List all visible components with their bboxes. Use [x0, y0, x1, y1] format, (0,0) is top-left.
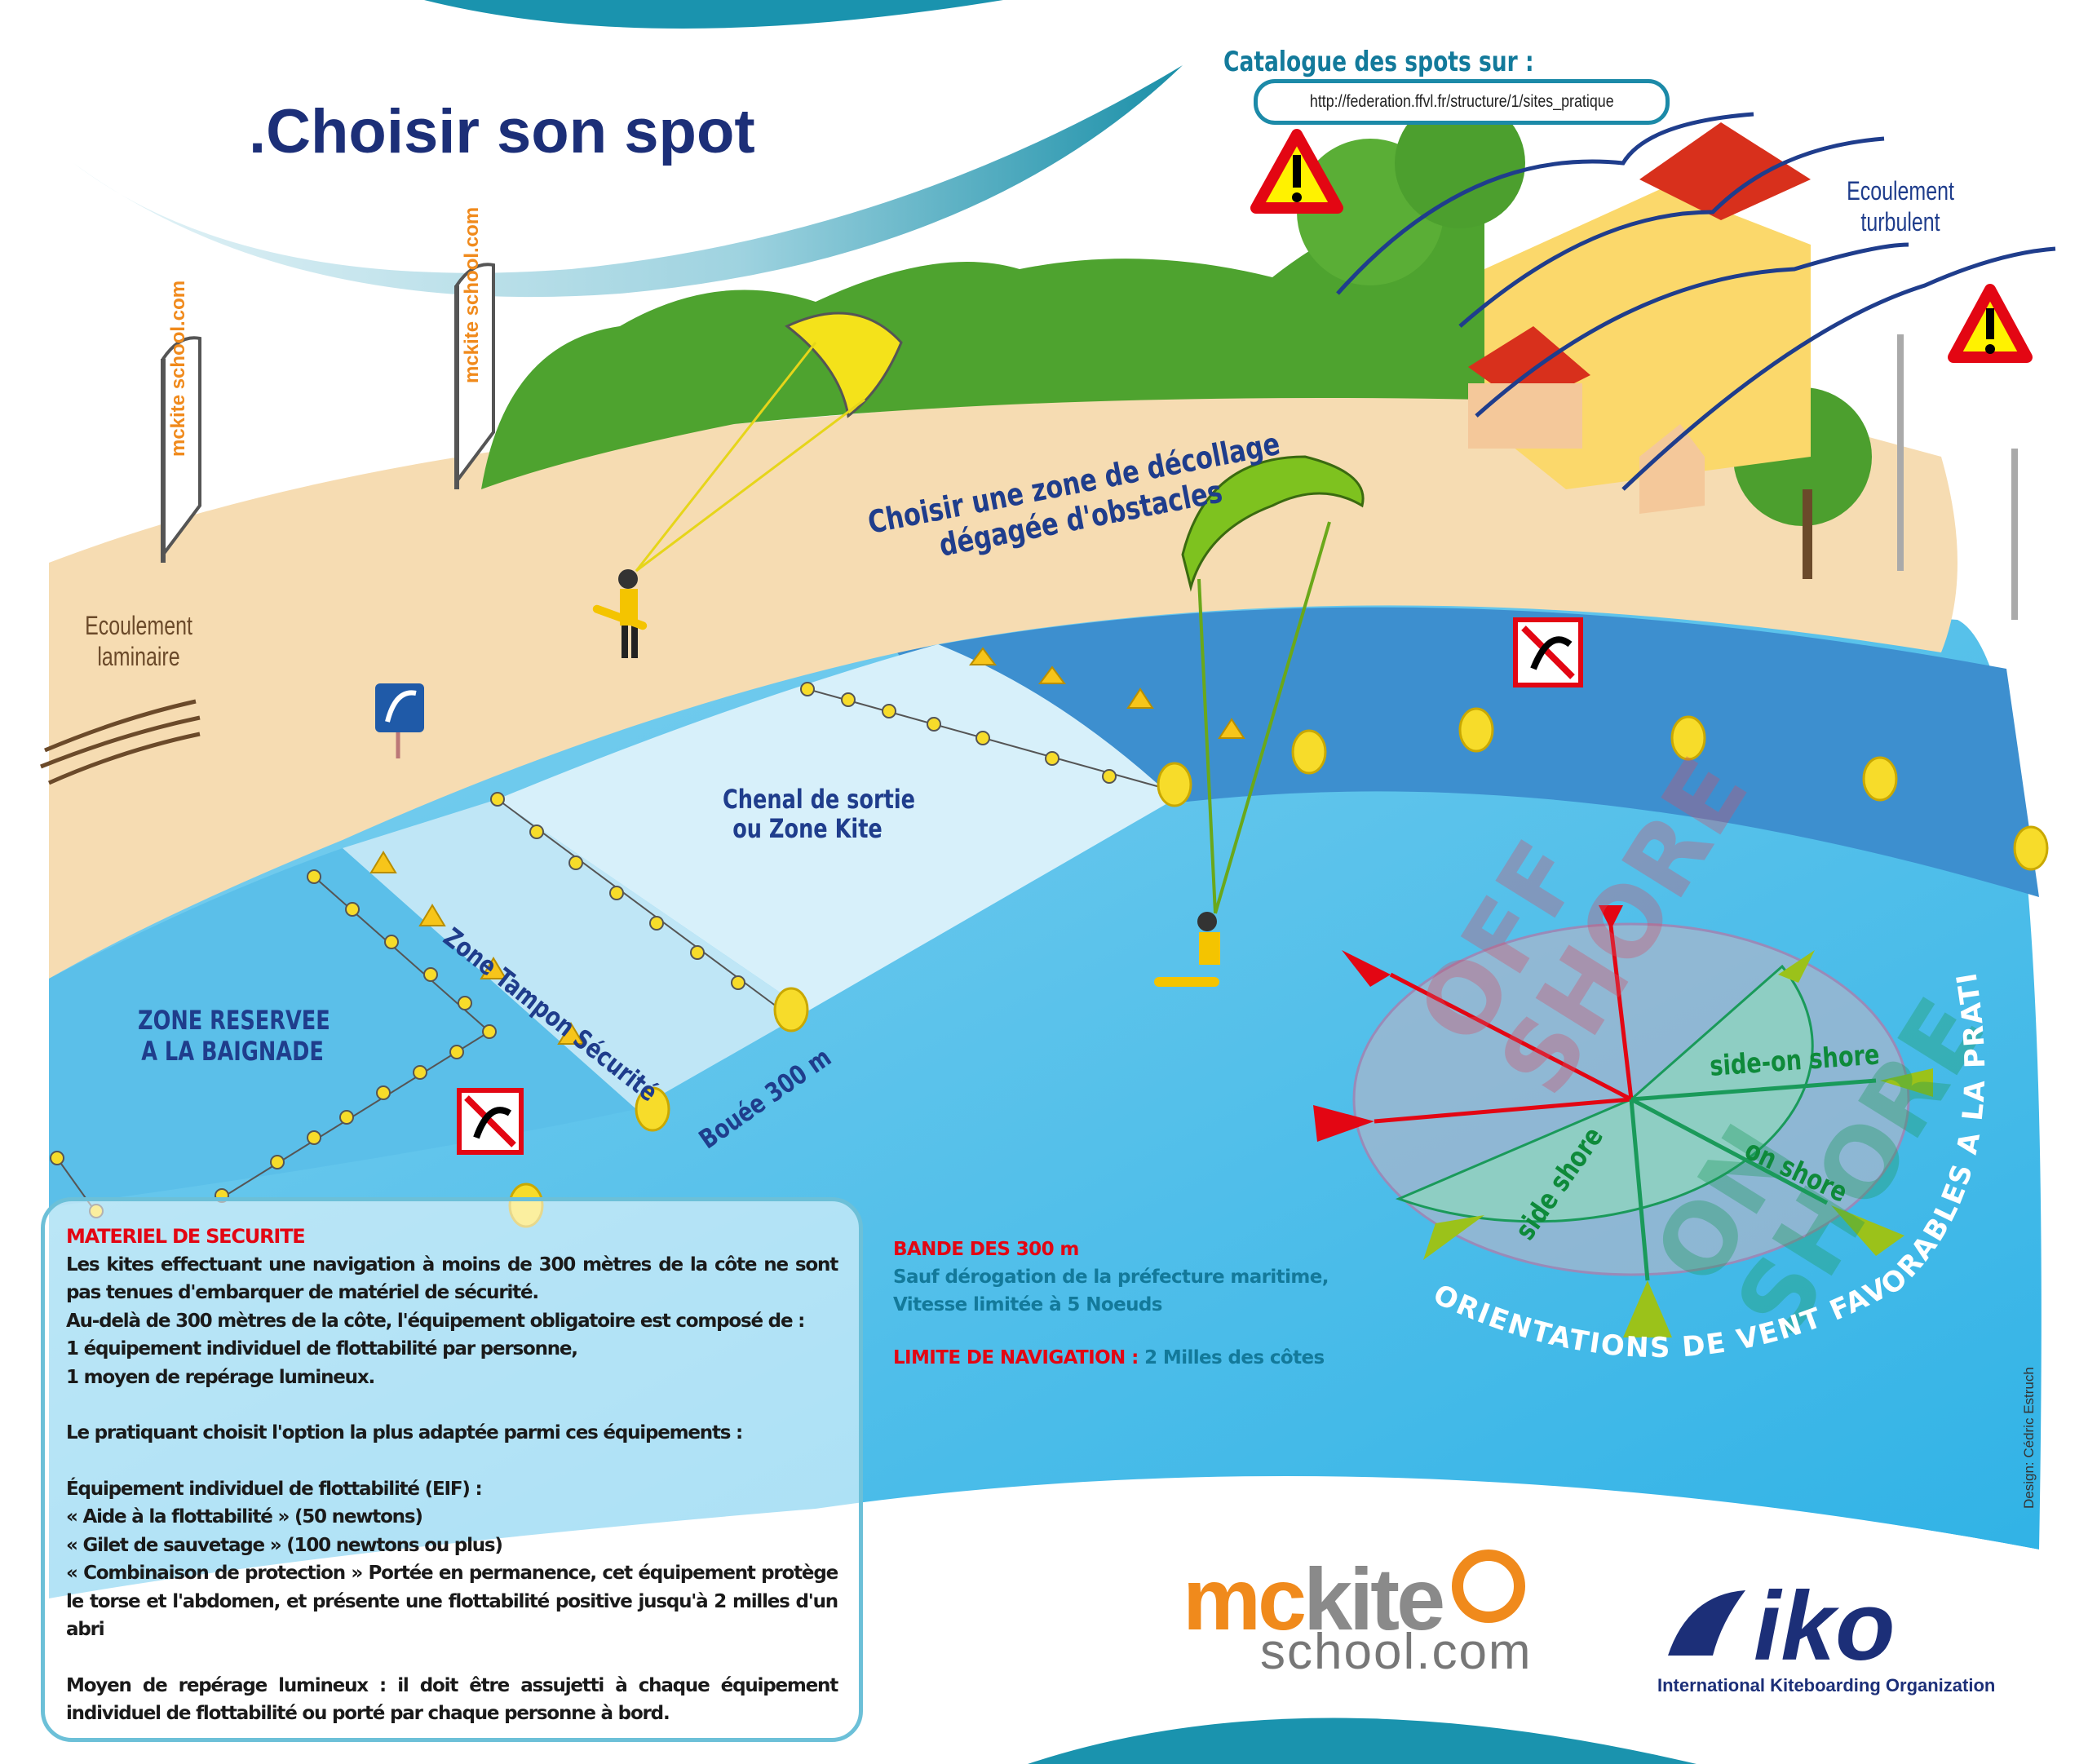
mckite-logo-mark [1452, 1550, 1525, 1623]
label-line: laminaire [97, 642, 180, 671]
top-wave [424, 0, 1003, 29]
house [1468, 383, 1582, 449]
safety-equipment-panel: MATERIEL DE SECURITE Les kites effectuan… [41, 1197, 863, 1742]
no-kite-sign-icon [1513, 617, 1583, 687]
arc-caption: ORIENTATIONS DE VENT FAVORABLES A LA PRA… [1387, 881, 1992, 1364]
iko-full-name: International Kiteboarding Organization [1657, 1675, 1996, 1695]
label-line: ZONE RESERVEE [138, 1005, 330, 1036]
iko-logo: iko [1754, 1572, 1896, 1681]
label-line: Ecoulement [85, 611, 192, 640]
spacer [66, 1391, 838, 1419]
label-line: Ecoulement [1847, 176, 1954, 206]
yellow-kite [785, 312, 903, 418]
limit-label: LIMITE DE NAVIGATION : [893, 1347, 1139, 1368]
safety-paragraph: « Aide à la flottabilité » (50 newtons) [66, 1506, 423, 1527]
mckite-logo-sub: school.com [1260, 1624, 1533, 1680]
tree-trunk [1803, 489, 1812, 579]
no-kite-sign-icon [457, 1088, 524, 1155]
iko-logo-mark [1668, 1590, 1745, 1656]
buoy-line [50, 682, 1175, 1218]
cone-buoys [369, 647, 1245, 1045]
spacer [66, 1644, 838, 1672]
arc-caption-text: ORIENTATIONS DE VENT FAVORABLES A LA PRA… [1387, 881, 1990, 1364]
label-line: A LA BAIGNADE [141, 1036, 324, 1067]
safety-paragraph: Équipement individuel de flottabilité (E… [66, 1478, 483, 1500]
buffer-zone-water [343, 799, 807, 1109]
on-shore-sector [1395, 964, 1814, 1223]
catalogue-url-link[interactable]: http://federation.ffvl.fr/structure/1/si… [1254, 79, 1670, 125]
kiter-on-beach [592, 569, 648, 658]
safety-paragraph: Les kites effectuant une navigation à mo… [66, 1253, 838, 1304]
navigation-limit: LIMITE DE NAVIGATION : 2 Milles des côte… [893, 1347, 1325, 1368]
safety-paragraph: Le pratiquant choisit l'option la plus a… [66, 1422, 743, 1443]
building-roof [1639, 122, 1811, 220]
sky-wave [73, 65, 1183, 298]
exit-channel-water [498, 644, 1174, 1011]
design-credit: Design: Cédric Estruch [2021, 1367, 2037, 1509]
label-line: Chenal de sortie [723, 784, 915, 815]
kite-line [635, 398, 865, 573]
bottom-deco-wave [1028, 1718, 1696, 1764]
bottom-wave [816, 1481, 2088, 1764]
flag-brand-text: mckite school.com [167, 280, 189, 457]
safety-paragraph: « Gilet de sauvetage » (100 newtons ou p… [66, 1534, 503, 1556]
warning-sign-icon [1948, 284, 2033, 363]
onshore-arrow-icon [1423, 950, 1933, 1337]
band-heading: BANDE DES 300 m [893, 1239, 1079, 1260]
label-line: turbulent [1860, 207, 1940, 237]
deep-water-band [897, 607, 2039, 897]
kite-line [1197, 578, 1217, 914]
large-buoys [508, 707, 2049, 1228]
label-line: ou Zone Kite [732, 813, 883, 844]
limit-value: 2 Milles des côtes [1144, 1347, 1325, 1368]
turbulent-flow-arrows [1336, 112, 2056, 491]
safety-paragraph: Au-delà de 300 mètres de la côte, l'équi… [66, 1310, 805, 1332]
kite-line [1214, 521, 1331, 914]
sand-beach [49, 351, 1958, 979]
green-kite [1181, 455, 1365, 592]
page-title: .Choisir son spot [249, 97, 755, 166]
laminar-flow-arrows [40, 699, 201, 785]
catalogue-url-text: http://federation.ffvl.fr/structure/1/si… [1309, 92, 1614, 111]
spacer [66, 1448, 838, 1475]
logo-part: mc [1183, 1550, 1307, 1648]
safety-paragraph: 1 équipement individuel de flottabilité … [66, 1338, 578, 1359]
mckite-flag [161, 336, 201, 563]
small-house [1639, 424, 1705, 514]
svg-text:ORIENTATIONS DE VENT FAVORABLE: ORIENTATIONS DE VENT FAVORABLES A LA PRA… [1387, 881, 1992, 1364]
catalogue-label: Catalogue des spots sur : [1223, 46, 1534, 78]
flag-brand-text: mckite school.com [461, 206, 483, 383]
logo-part: kite [1303, 1550, 1445, 1648]
safety-paragraph: « Combinaison de protection » Portée en … [66, 1563, 838, 1640]
forest [481, 206, 1484, 489]
safety-heading: MATERIEL DE SECURITE [66, 1225, 306, 1248]
band-line: Vitesse limitée à 5 Noeuds [893, 1294, 1162, 1315]
tree [1395, 98, 1525, 228]
safety-paragraph: Moyen de repérage lumineux : il doit êtr… [66, 1674, 838, 1725]
kiter-in-water [1154, 912, 1220, 987]
mckite-flag [454, 263, 495, 489]
kite-zone-sign-icon [375, 683, 424, 758]
band-300m-info: BANDE DES 300 m Sauf dérogation de la pr… [893, 1236, 1329, 1319]
mckite-logo: mckite [1183, 1548, 1445, 1650]
warning-sign-icon [1250, 129, 1343, 214]
band-line: Sauf dérogation de la préfecture maritim… [893, 1267, 1329, 1288]
kite-line [635, 342, 817, 572]
offshore-arrow-icon [1313, 905, 1623, 1142]
wind-orientation-compass [1313, 905, 1933, 1337]
safety-paragraph: 1 moyen de repérage lumineux. [66, 1366, 375, 1388]
